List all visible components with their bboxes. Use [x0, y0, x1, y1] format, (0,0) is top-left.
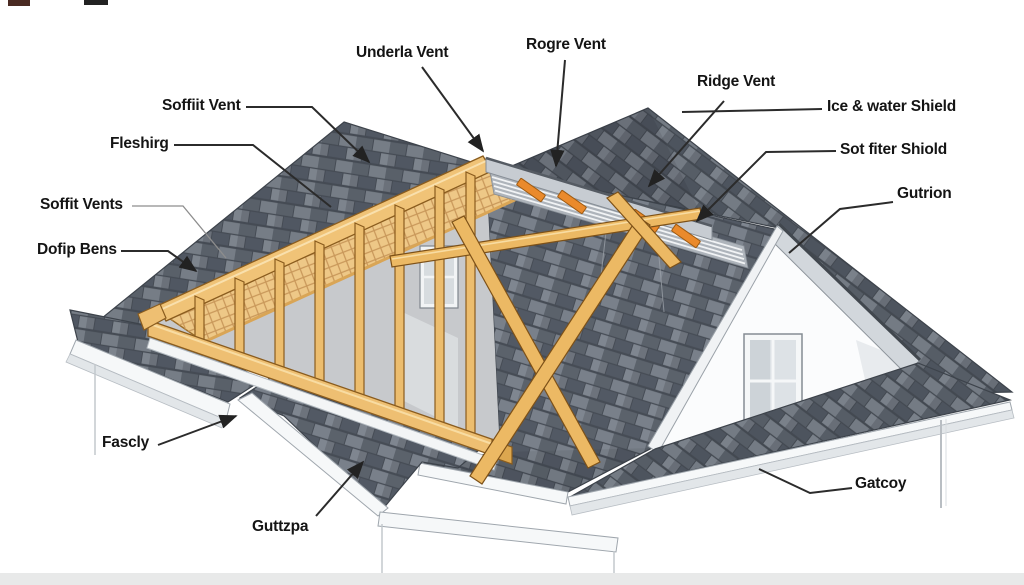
truss-stud	[234, 277, 245, 356]
deck-edge-beam	[203, 191, 531, 344]
label-gatcoy: Gatcoy	[855, 475, 907, 492]
label-guttzpa: Guttzpa	[252, 518, 309, 535]
leader-gatcoy	[758, 468, 853, 495]
truss-stud	[354, 222, 365, 398]
leader-fleshirg	[174, 144, 332, 208]
truss-stud	[434, 185, 445, 425]
truss-stud	[394, 204, 405, 411]
label-underla-vent: Underla Vent	[356, 44, 449, 61]
label-fleshirg: Fleshirg	[110, 135, 169, 152]
right-eave-soffit	[569, 409, 1015, 516]
window-mullions	[750, 340, 796, 420]
ground-shadow	[0, 573, 1024, 585]
leader-ridge-vent	[647, 100, 725, 188]
roof-plane-right-lower	[569, 362, 1013, 498]
leader-fascly	[157, 414, 238, 446]
truss-stud	[465, 171, 476, 436]
truss-stud	[314, 240, 325, 384]
front-lower-eave-fascia	[377, 511, 619, 553]
label-soffit-vents: Soffit Vents	[40, 196, 123, 213]
vent-block	[557, 190, 587, 214]
leader-sot-fiter-shiold	[695, 150, 837, 223]
truss	[137, 155, 532, 471]
leader-dofip-bens	[121, 250, 198, 273]
truss-soffit-band	[146, 337, 498, 471]
label-ridge-vent: Ridge Vent	[697, 73, 776, 90]
rafters	[389, 191, 703, 485]
top-artifact	[8, 0, 30, 6]
truss-stud	[194, 295, 205, 342]
leader-ice-water-shield	[681, 108, 823, 113]
purlin-highlight	[391, 210, 701, 260]
label-soffiit-vent: Soffiit Vent	[162, 97, 241, 114]
top-chord-highlight	[159, 160, 487, 311]
leader-rogre-vent	[550, 59, 566, 168]
lower-left-roof	[65, 309, 264, 455]
leader-soffit-vents	[132, 205, 227, 259]
truss-stud	[274, 258, 285, 370]
front-lower-rake-fascia	[237, 392, 389, 517]
label-dofip-bens: Dofip Bens	[37, 241, 117, 258]
leader-soffiit-vent	[246, 106, 371, 164]
label-gutrion: Gutrion	[897, 185, 952, 202]
top-edge-artifacts	[8, 0, 108, 6]
dormer-rake-edge	[777, 222, 922, 362]
label-rogre-vent: Rogre Vent	[526, 36, 606, 53]
leader-guttzpa	[315, 460, 365, 517]
top-artifact	[84, 0, 108, 5]
leader-lines	[121, 59, 894, 517]
label-ice-water-shield: Ice & water Shield	[827, 98, 957, 115]
bottom-chord-highlight	[149, 323, 499, 447]
label-sot-fiter-shiold: Sot fiter Shiold	[840, 141, 948, 158]
truss-left-overhang	[137, 303, 167, 331]
leader-gutrion	[788, 201, 894, 254]
rafter-beam	[606, 191, 682, 269]
front-eave-fascia	[417, 462, 569, 505]
leader-underla-vent	[421, 66, 485, 153]
vent-block	[516, 178, 546, 202]
vent-block	[671, 224, 701, 248]
right-lower-roof	[567, 362, 1015, 516]
label-fascly: Fascly	[102, 434, 150, 451]
